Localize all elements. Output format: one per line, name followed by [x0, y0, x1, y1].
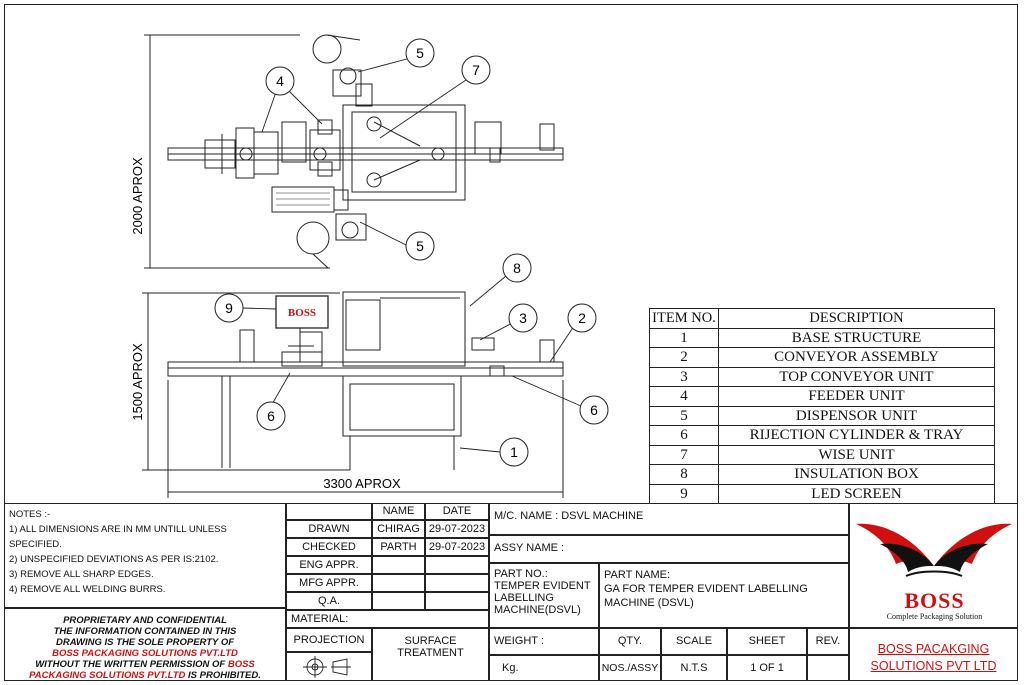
- dim-top-height: 2000 APROX: [130, 157, 145, 235]
- balloon-9: 9: [214, 293, 244, 323]
- part-no: PART NO.: TEMPER EVIDENT LABELLING MACHI…: [489, 563, 599, 628]
- company-logo: BOSS Complete Packaging Solution: [849, 503, 1018, 628]
- weight-unit: Kg.: [489, 655, 599, 681]
- dim-width: 3300 APROX: [323, 476, 401, 491]
- surface-treatment: SURFACE TREATMENT: [372, 628, 489, 681]
- drawn-label: DRAWN: [286, 520, 372, 538]
- svg-text:3: 3: [519, 310, 527, 326]
- notes: NOTES :- 1) ALL DIMENSIONS ARE IN MM UNT…: [4, 503, 286, 608]
- qty-label: QTY.: [599, 628, 661, 655]
- checked-date: 29-07-2023: [425, 538, 489, 556]
- dim-front-height: 1500 APROX: [130, 343, 145, 421]
- logo-text: BOSS: [904, 588, 965, 613]
- material: MATERIAL:: [286, 610, 489, 628]
- balloon-5b: 5: [405, 231, 435, 261]
- machine-drawing: 5 4 7 5 8 9 3 2 6 6 1 BOSS 2000 APROX 15…: [130, 34, 609, 498]
- top-view: [144, 34, 564, 269]
- date-header: DATE: [425, 503, 489, 520]
- svg-text:4: 4: [276, 73, 284, 89]
- svg-text:6: 6: [590, 402, 598, 418]
- leader-lines: [242, 55, 582, 453]
- logo-tagline: Complete Packaging Solution: [886, 612, 983, 621]
- company-name: BOSS PACAKGING SOLUTIONS PVT LTD: [849, 628, 1018, 681]
- qa-label: Q.A.: [286, 592, 372, 610]
- proprietary-notice: PROPRIETARY AND CONFIDENTIAL THE INFORMA…: [4, 608, 286, 681]
- balloon-6b: 6: [579, 395, 609, 425]
- svg-text:7: 7: [472, 62, 480, 78]
- svg-text:1: 1: [510, 444, 518, 460]
- wings-logo-icon: [856, 523, 1012, 577]
- svg-text:8: 8: [513, 260, 521, 276]
- svg-text:5: 5: [416, 238, 424, 254]
- balloon-4: 4: [265, 66, 295, 96]
- projection-symbol: [286, 652, 372, 681]
- scale-value: N.T.S: [661, 655, 727, 681]
- balloon-8: 8: [502, 253, 532, 283]
- drawn-name: CHIRAG: [372, 520, 425, 538]
- svg-text:9: 9: [225, 300, 233, 316]
- balloon-6a: 6: [256, 401, 286, 431]
- weight-label: WEIGHT :: [489, 628, 599, 655]
- eng-appr-label: ENG APPR.: [286, 556, 372, 574]
- name-header: NAME: [372, 503, 425, 520]
- svg-text:5: 5: [416, 45, 424, 61]
- checked-name: PARTH: [372, 538, 425, 556]
- assy-name: ASSY NAME :: [489, 535, 849, 563]
- item-no-header: ITEM NO.: [649, 308, 719, 329]
- sheet-label: SHEET: [727, 628, 807, 655]
- part-name: PART NAME: GA FOR TEMPER EVIDENT LABELLI…: [599, 563, 849, 628]
- rev-label: REV.: [807, 628, 849, 655]
- balloons: 5 4 7 5 8 9 3 2 6 6 1: [214, 38, 609, 467]
- checked-label: CHECKED: [286, 538, 372, 556]
- title-block: NOTES :- 1) ALL DIMENSIONS ARE IN MM UNT…: [4, 503, 1018, 681]
- balloon-3: 3: [508, 303, 538, 333]
- svg-text:2: 2: [578, 310, 586, 326]
- screen-logo: BOSS: [288, 307, 316, 319]
- projection-icon: [303, 656, 351, 678]
- mfg-appr-label: MFG APPR.: [286, 574, 372, 592]
- drawn-date: 29-07-2023: [425, 520, 489, 538]
- svg-text:6: 6: [267, 408, 275, 424]
- balloon-5a: 5: [405, 38, 435, 68]
- description-header: DESCRIPTION: [718, 308, 995, 329]
- scale-label: SCALE: [661, 628, 727, 655]
- sheet-value: 1 OF 1: [727, 655, 807, 681]
- projection-label: PROJECTION: [286, 628, 372, 652]
- balloon-1: 1: [499, 437, 529, 467]
- mc-name: M/C. NAME : DSVL MACHINE: [489, 503, 849, 535]
- balloon-2: 2: [567, 303, 597, 333]
- front-view: [142, 291, 564, 498]
- balloon-7: 7: [461, 55, 491, 85]
- qty-value: NOS./ASSY: [599, 655, 661, 681]
